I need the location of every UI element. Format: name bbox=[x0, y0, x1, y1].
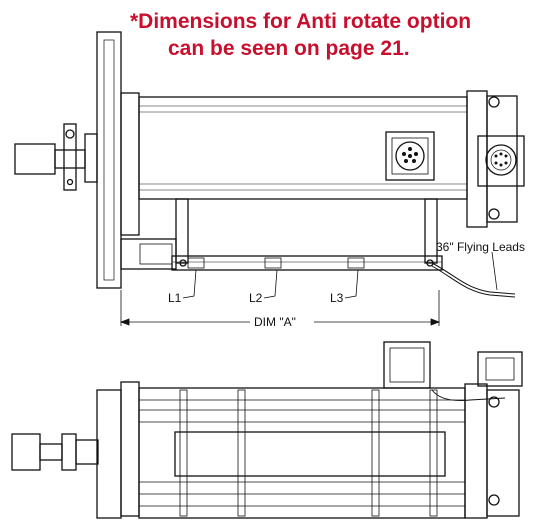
l2-label: L2 bbox=[249, 291, 263, 305]
bottom-motor-housing bbox=[464, 383, 488, 519]
note-line-2: can be seen on page 21. bbox=[168, 37, 410, 60]
top-mounting-flange bbox=[96, 31, 122, 289]
bottom-view-actuator bbox=[11, 341, 523, 519]
bottom-body-tube bbox=[138, 387, 466, 519]
top-side-bracket bbox=[63, 123, 77, 191]
bottom-connector-main bbox=[383, 341, 431, 389]
top-front-end-cap bbox=[120, 92, 140, 236]
top-connector-feedback bbox=[477, 135, 525, 187]
top-motor-housing bbox=[466, 90, 488, 228]
l3-label: L3 bbox=[330, 291, 344, 305]
flying-leads-label: 36" Flying Leads bbox=[436, 240, 525, 254]
dim-a-label: DIM "A" bbox=[254, 315, 296, 329]
bottom-connector-feedback bbox=[477, 351, 523, 387]
l1-label: L1 bbox=[168, 291, 182, 305]
flying-leads-cable bbox=[431, 262, 516, 295]
top-connector-main bbox=[385, 131, 435, 181]
anti-rotate-note: *Dimensions for Anti rotate option can b… bbox=[130, 8, 540, 62]
top-switch-rail bbox=[171, 255, 443, 271]
bottom-rod-end bbox=[11, 433, 41, 471]
note-line-1: *Dimensions for Anti rotate option bbox=[130, 10, 472, 33]
top-view-actuator bbox=[14, 31, 525, 298]
bottom-mounting-flange bbox=[96, 389, 122, 519]
top-piston-rod bbox=[54, 149, 86, 169]
top-rod-end bbox=[14, 143, 56, 175]
dim-a-dimension bbox=[119, 290, 441, 326]
